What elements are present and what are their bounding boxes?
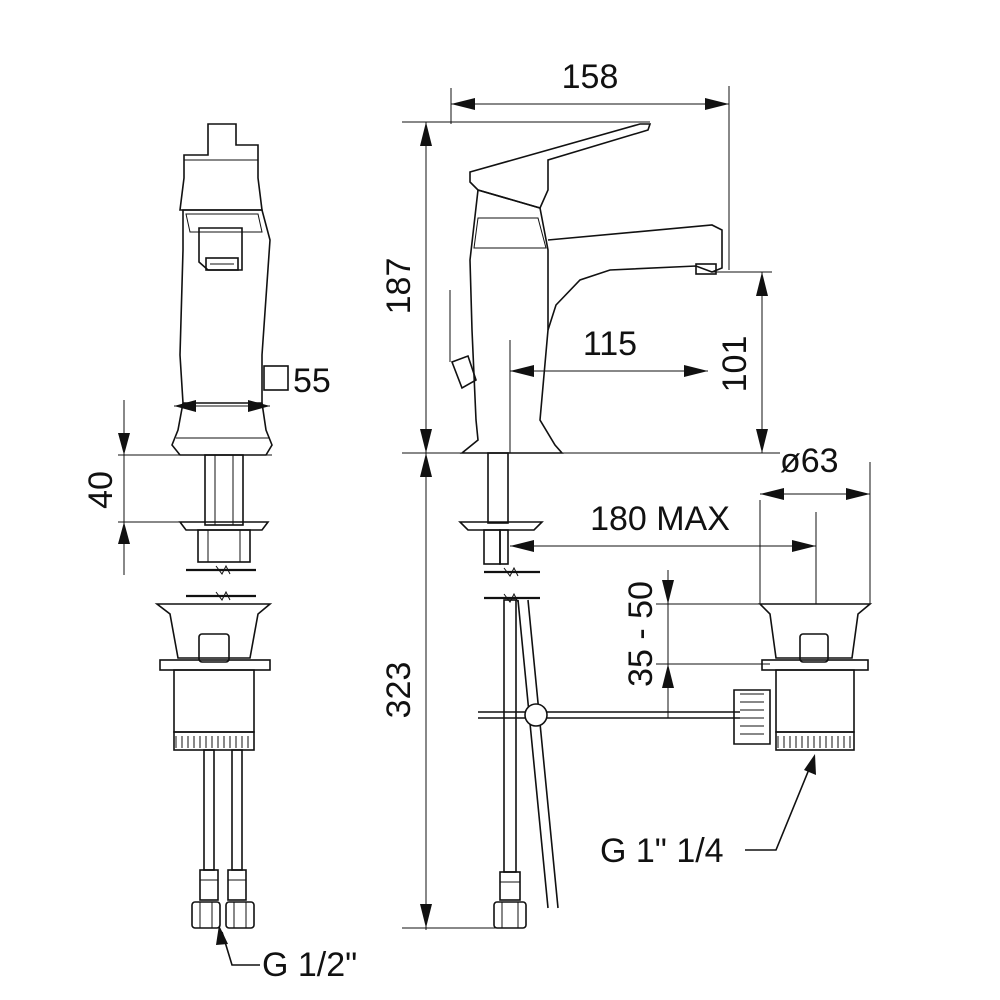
dim-spout-projection: 115 [509,325,708,453]
dim-waste-range: 35 - 50 [622,570,770,718]
dim-187-label: 187 [380,258,418,315]
waste-thread-label: G 1" 1/4 [600,832,724,870]
dim-180max-label: 180 MAX [590,500,730,538]
dim-55-label: 55 [293,362,331,400]
dim-63-label: ø63 [780,442,839,480]
dim-158-label: 158 [562,58,619,96]
dim-base-square: 55 [174,362,331,412]
dim-115-label: 115 [583,325,637,363]
front-view [118,123,273,966]
dim-spout-reach: 158 [450,58,730,270]
dim-spout-height: 101 [712,271,772,453]
dim-total-height: 187 [380,121,650,930]
dim-323-label: 323 [380,662,418,719]
supply-thread-label: G 1/2" [262,946,357,984]
dim-deck-thickness: 40 [82,400,130,575]
dim-rod-max: 180 MAX [510,500,817,604]
dim-below-deck: 323 [380,453,500,929]
dim-40-label: 40 [82,471,120,509]
dim-35-50-label: 35 - 50 [622,581,660,687]
dim-101-label: 101 [716,336,754,393]
dim-waste-diameter: ø63 [759,442,871,604]
